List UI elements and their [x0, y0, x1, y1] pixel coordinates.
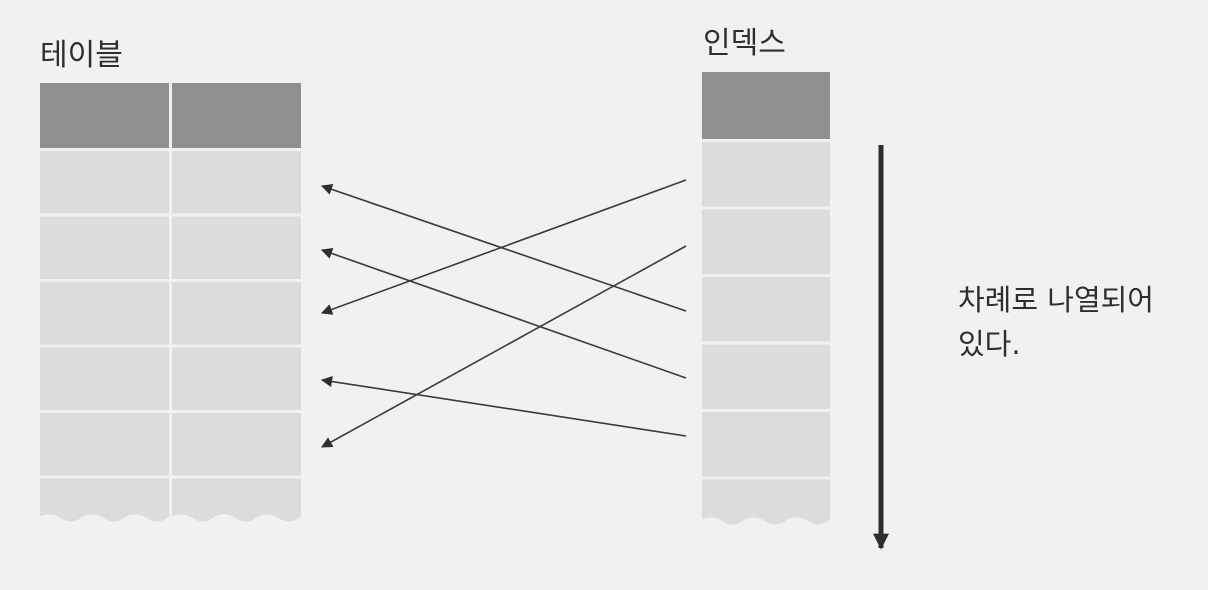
table-block	[40, 83, 301, 522]
order-note-line1: 차례로 나열되어	[958, 283, 1154, 317]
table-cell	[172, 413, 301, 476]
table-cell-torn	[40, 478, 169, 522]
table-cell	[172, 347, 301, 410]
pointer-arrow	[320, 248, 687, 379]
table-cell-torn	[172, 478, 301, 522]
pointer-arrow	[320, 183, 687, 312]
pointer-arrows	[320, 179, 687, 448]
index-cell	[702, 209, 830, 274]
table-cell	[172, 282, 301, 345]
index-cell	[702, 344, 830, 409]
order-note: 차례로 나열되어 있다.	[958, 278, 1154, 366]
pointer-arrow	[320, 179, 687, 315]
index-header-cell	[702, 72, 830, 139]
index-cell	[702, 412, 830, 477]
table-cell	[40, 216, 169, 279]
index-cell	[702, 277, 830, 342]
index-block	[702, 72, 830, 525]
index-title: 인덱스	[703, 26, 786, 61]
table-title: 테이블	[40, 38, 123, 73]
table-header-cell	[40, 83, 169, 148]
table-cell	[172, 216, 301, 279]
order-note-line2: 있다.	[958, 327, 1021, 361]
table-header-cell	[172, 83, 301, 148]
table-cell	[40, 151, 169, 214]
table-cell	[40, 282, 169, 345]
index-cell-torn	[702, 479, 830, 525]
table-cell	[40, 413, 169, 476]
table-cell	[172, 151, 301, 214]
pointer-arrow	[321, 245, 687, 448]
table-cell	[40, 347, 169, 410]
index-cell	[702, 142, 830, 207]
pointer-arrow	[320, 375, 687, 437]
